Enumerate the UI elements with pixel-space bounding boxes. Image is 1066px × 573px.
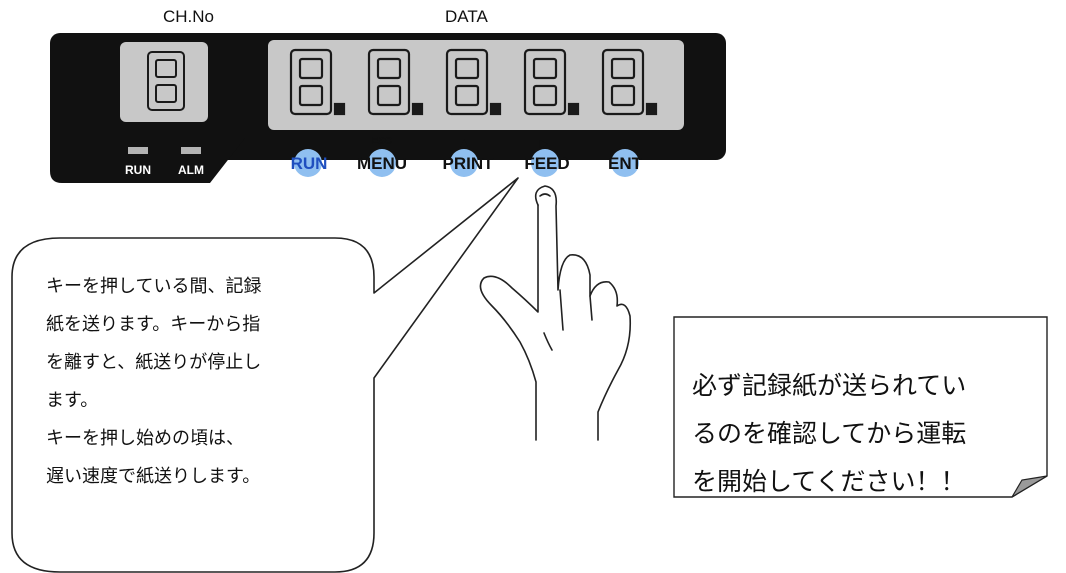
- callout-line: 紙を送ります。キーから指: [46, 314, 261, 335]
- print-key-highlight: [450, 149, 478, 177]
- note-line: るのを確認してから運転: [692, 419, 967, 448]
- menu-key[interactable]: MENU: [357, 154, 407, 173]
- data-digit: [289, 48, 346, 116]
- ch-lcd-window: [120, 42, 208, 122]
- decimal-point: [489, 102, 502, 116]
- right-arrow-icon: ▶: [540, 138, 549, 150]
- esc-sublabel: ESC: [372, 136, 393, 147]
- data-digits: [289, 48, 658, 116]
- speech-bubble: [11, 177, 519, 573]
- note-text: 必ず記録紙が送られてい るのを確認してから運転 を開始してください！！: [692, 362, 1012, 506]
- run-key[interactable]: RUN: [291, 154, 328, 173]
- alm-indicator-label: ALM: [178, 163, 204, 177]
- decimal-point: [333, 102, 346, 116]
- ent-key[interactable]: ENT: [608, 154, 643, 173]
- note-fold: [1011, 475, 1048, 498]
- feed-key-highlight: [531, 149, 559, 177]
- note-line: 必ず記録紙が送られてい: [692, 371, 967, 400]
- callout-line: 遅い速度で紙送りします。: [46, 466, 261, 487]
- alm-indicator-lamp: [181, 147, 201, 154]
- decimal-point: [411, 102, 424, 116]
- data-digit: [367, 48, 424, 116]
- pointing-hand-icon: [479, 185, 632, 441]
- callout-line: ます。: [46, 390, 99, 411]
- callout-line: キーを押している間、記録: [46, 276, 262, 297]
- decimal-point: [645, 102, 658, 116]
- callout-line: を離すと、紙送りが停止し: [46, 352, 262, 373]
- note-line: を開始してください！！: [692, 467, 966, 496]
- callout-line: キーを押し始めの頃は、: [46, 428, 244, 449]
- callout-text: キーを押している間、記録 紙を送ります。キーから指 を離すと、紙送りが停止し ま…: [46, 268, 346, 496]
- decimal-point: [567, 102, 580, 116]
- ent-key-highlight: [611, 149, 639, 177]
- up-arrow-icon: ▲: [458, 135, 471, 150]
- data-label: DATA: [445, 7, 488, 26]
- run-indicator-label: RUN: [125, 163, 151, 177]
- ch-digit: [147, 51, 185, 111]
- data-digit: [445, 48, 502, 116]
- print-key[interactable]: PRINT: [443, 154, 495, 173]
- data-digit: [523, 48, 580, 116]
- menu-key-highlight: [368, 149, 396, 177]
- run-indicator-lamp: [128, 147, 148, 154]
- data-digit: [601, 48, 658, 116]
- ch-no-label: CH.No: [163, 7, 215, 26]
- feed-key[interactable]: FEED: [524, 154, 569, 173]
- run-key-highlight: [294, 149, 322, 177]
